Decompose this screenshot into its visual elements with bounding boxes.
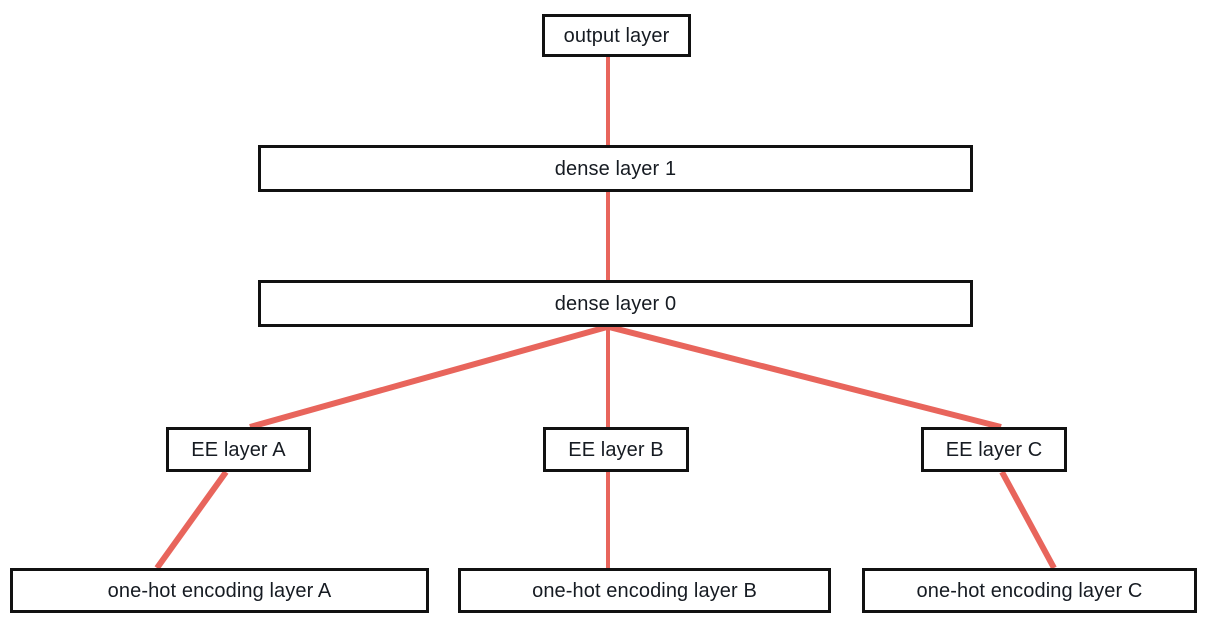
node-label-dense-layer-1: dense layer 1 bbox=[554, 157, 677, 180]
node-label-ee-layer-b: EE layer B bbox=[568, 438, 664, 461]
node-one-hot-encoding-layer-b[interactable]: one-hot encoding layer B bbox=[458, 568, 831, 613]
edge-onehot-c-to-ee-c bbox=[999, 470, 1057, 570]
node-ee-layer-a[interactable]: EE layer A bbox=[166, 427, 311, 472]
node-label-ee-layer-c: EE layer C bbox=[945, 438, 1043, 461]
node-label-dense-layer-0: dense layer 0 bbox=[554, 292, 677, 315]
edge-ee-c-to-dense0 bbox=[608, 324, 1002, 430]
edge-ee-a-to-dense0 bbox=[249, 324, 608, 430]
node-dense-layer-1[interactable]: dense layer 1 bbox=[258, 145, 973, 192]
node-label-output-layer: output layer bbox=[563, 24, 670, 47]
node-label-one-hot-encoding-layer-a: one-hot encoding layer A bbox=[107, 579, 332, 602]
node-ee-layer-b[interactable]: EE layer B bbox=[543, 427, 689, 472]
edge-onehot-a-to-ee-a bbox=[154, 470, 229, 570]
node-label-one-hot-encoding-layer-c: one-hot encoding layer C bbox=[916, 579, 1143, 602]
node-label-ee-layer-a: EE layer A bbox=[191, 438, 286, 461]
node-output-layer[interactable]: output layer bbox=[542, 14, 691, 57]
node-dense-layer-0[interactable]: dense layer 0 bbox=[258, 280, 973, 327]
node-one-hot-encoding-layer-a[interactable]: one-hot encoding layer A bbox=[10, 568, 429, 613]
node-one-hot-encoding-layer-c[interactable]: one-hot encoding layer C bbox=[862, 568, 1197, 613]
node-label-one-hot-encoding-layer-b: one-hot encoding layer B bbox=[532, 579, 757, 602]
node-ee-layer-c[interactable]: EE layer C bbox=[921, 427, 1067, 472]
